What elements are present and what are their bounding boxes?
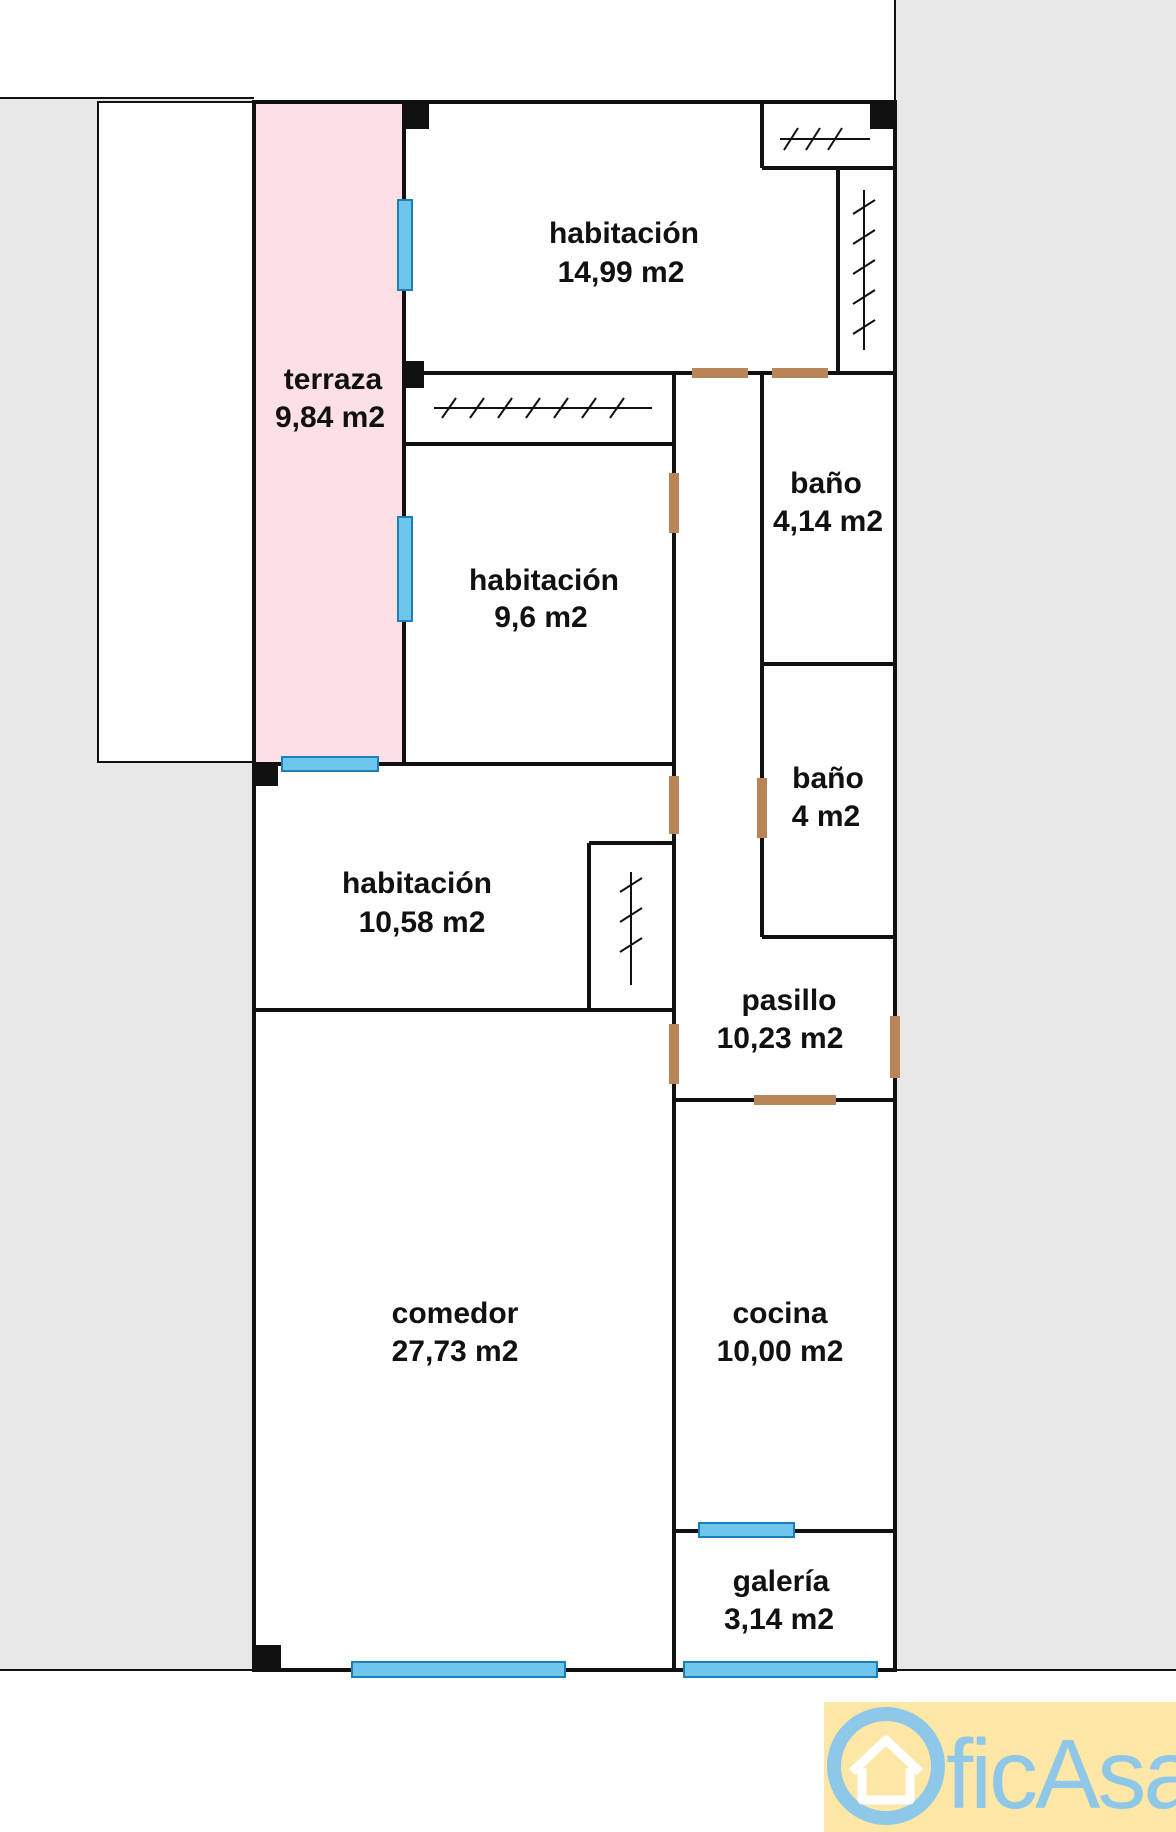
room-name: baño [790,467,862,500]
door [772,368,828,378]
hatch [852,259,876,275]
hatch [827,127,843,151]
door [757,778,767,838]
room-name: habitación [549,217,699,250]
room-name: cocina [732,1297,827,1330]
door [692,368,748,378]
window [397,199,413,291]
room-area: 14,99 m2 [558,256,685,289]
room-area: 10,23 m2 [717,1022,844,1055]
closet-hatching [434,127,876,985]
logo-text: ficAsa [946,1719,1176,1829]
pillar [403,103,429,129]
room-area: 27,73 m2 [392,1335,519,1368]
room-name: baño [792,762,864,795]
room-name: pasillo [741,984,836,1017]
room-name: terraza [284,363,383,396]
window [683,1661,878,1678]
hatch [619,937,643,953]
room-name: galería [733,1565,830,1598]
hatch [497,397,513,419]
hatch [619,907,643,923]
room-area: 10,58 m2 [359,906,486,939]
hatch [852,319,876,335]
house-icon [827,1707,945,1825]
pillar [402,361,424,388]
street-top [254,0,895,102]
pillar [254,1645,281,1671]
outer-wall [252,100,897,1672]
windows [281,199,878,1678]
hatch [852,289,876,305]
window [351,1661,566,1678]
pillar [870,103,896,129]
room-name: habitación [469,564,619,597]
doors [669,368,900,1105]
door [669,473,679,533]
pillars [254,103,896,1671]
room-area: 4,14 m2 [773,505,883,538]
hatch [609,397,625,419]
hatch [852,199,876,215]
window [281,756,379,772]
room-area: 4 m2 [792,800,860,833]
room-area: 9,84 m2 [275,401,385,434]
window [698,1522,795,1538]
house-icon-shape [848,1735,924,1805]
room-area: 3,14 m2 [724,1603,834,1636]
hatch [469,397,485,419]
hatch [525,397,541,419]
brand-logo: ficAsa [824,1702,1176,1832]
hatch [553,397,569,419]
door [669,776,679,834]
room-name: habitación [342,867,492,900]
door [669,1024,679,1084]
adjacent-patio [97,101,255,763]
hatch [581,397,597,419]
pillar [254,762,278,786]
terrace-fill [256,104,404,762]
hatch [783,127,799,151]
room-labels: habitación 14,99 m2 terraza 9,84 m2 habi… [275,217,883,1636]
window [397,516,413,622]
door [754,1095,836,1105]
hatch [852,229,876,245]
house-icon-ring [827,1707,945,1825]
door [890,1016,900,1078]
room-area: 9,6 m2 [494,601,587,634]
neighbor-area-right [895,0,1176,1670]
hatch [441,397,457,419]
room-area: 10,00 m2 [717,1335,844,1368]
hatch [619,877,643,893]
hatch [805,127,821,151]
logo-background [824,1702,1176,1832]
room-name: comedor [392,1297,519,1330]
